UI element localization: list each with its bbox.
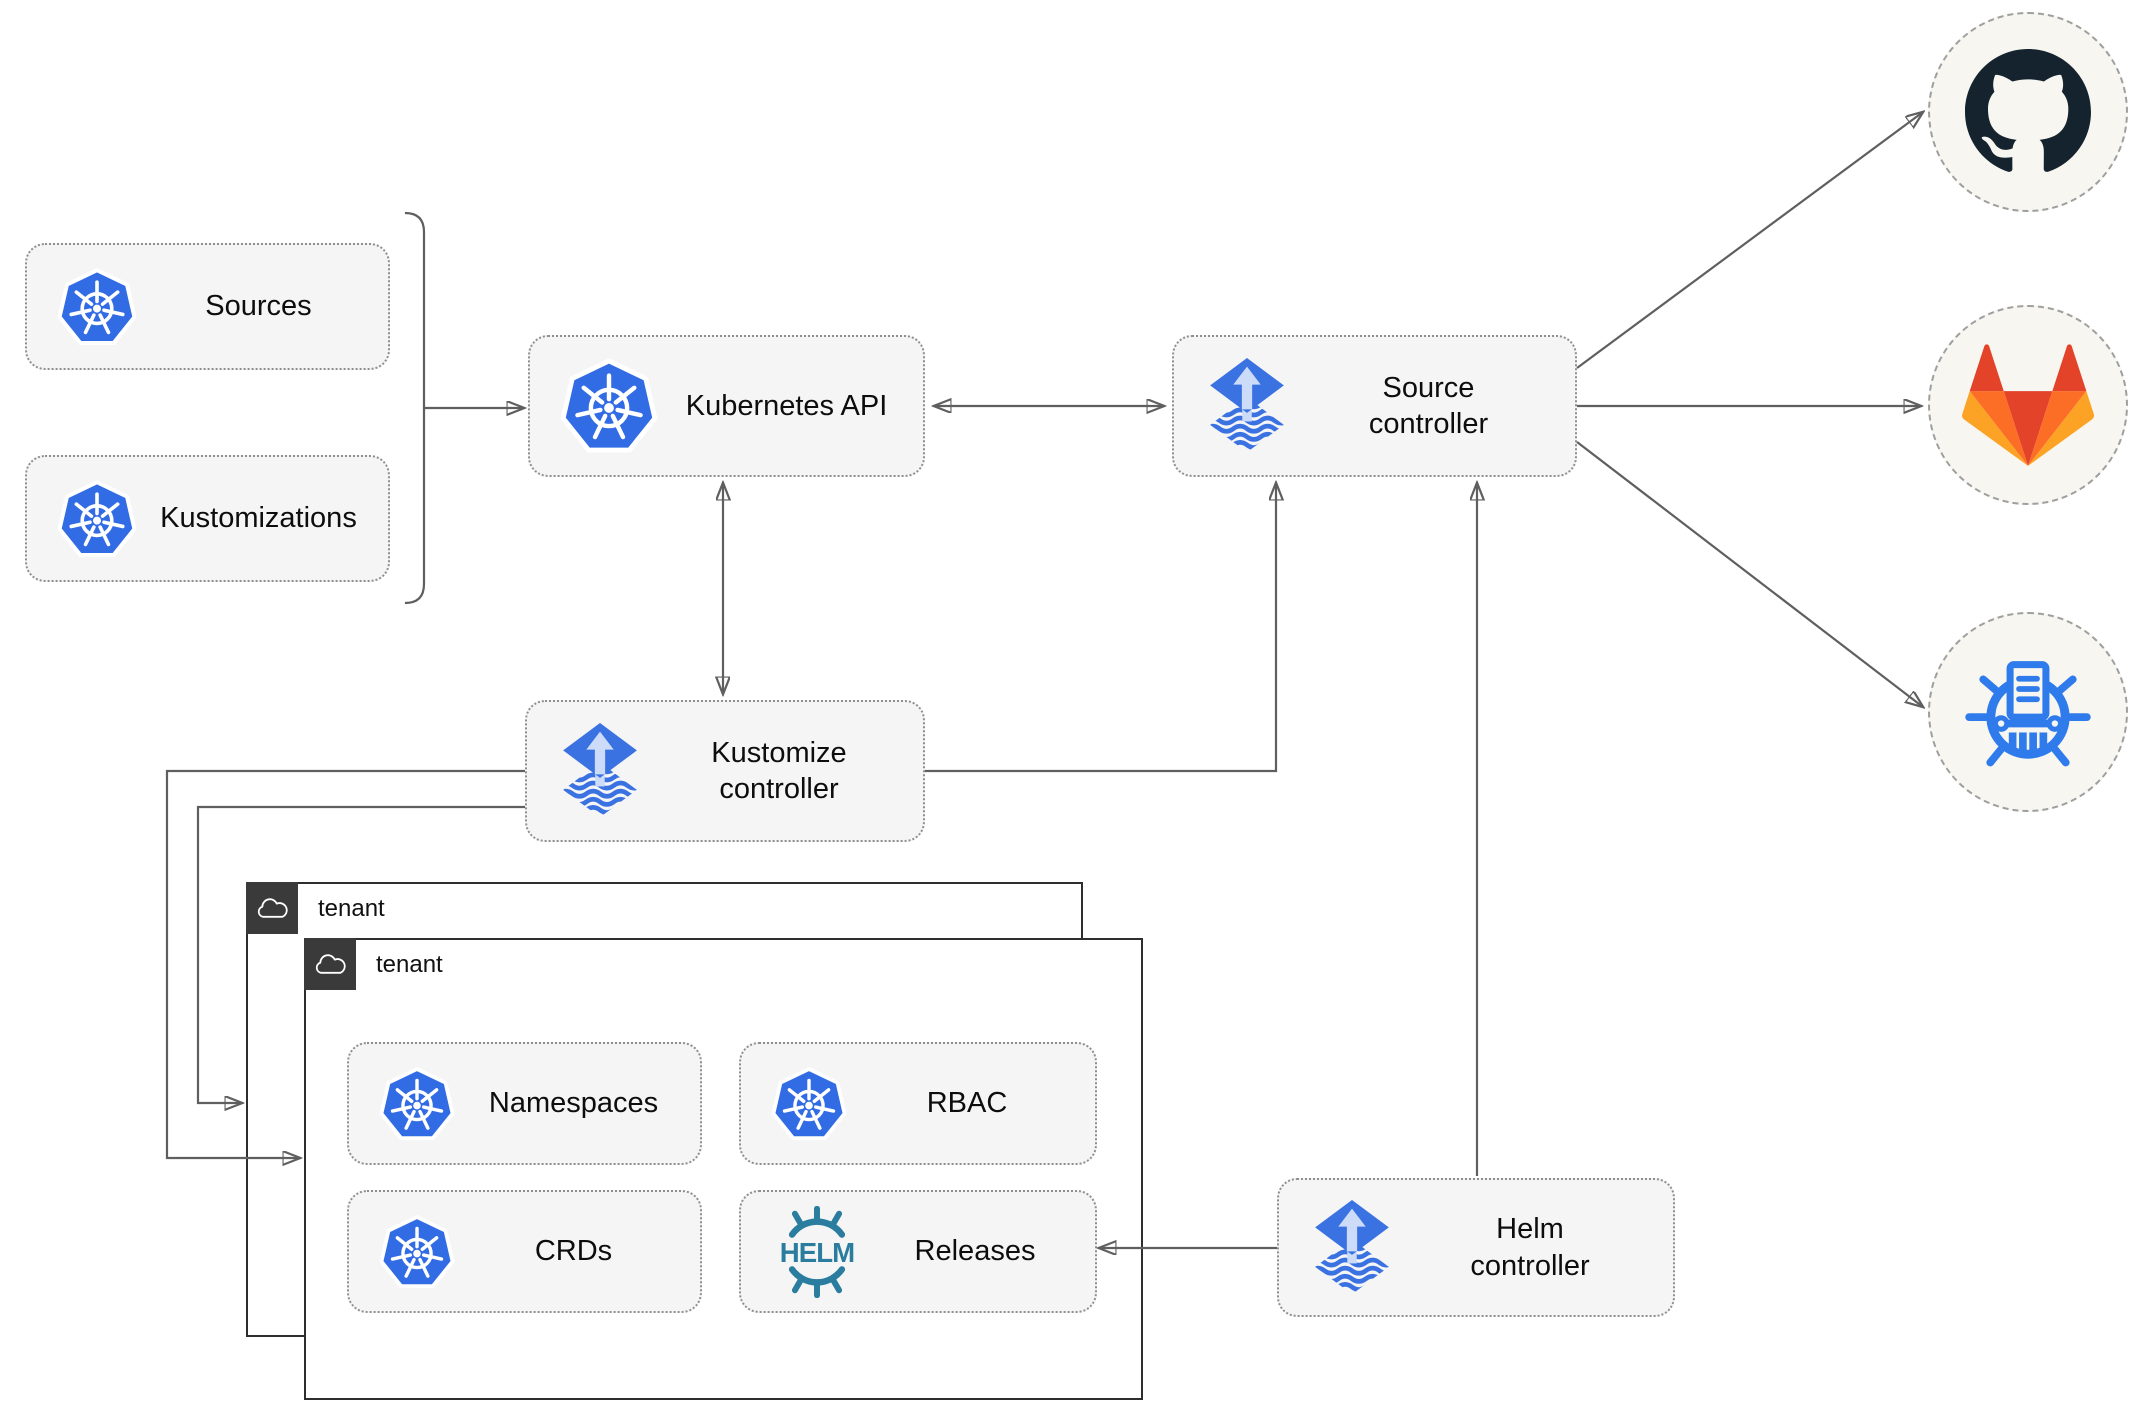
node-label: RBAC: [926, 1087, 1008, 1120]
edge-bracket-sources: [404, 211, 426, 605]
external-github: [1928, 12, 2128, 212]
external-gitlab: [1928, 305, 2128, 505]
node-label: Kubernetes API: [685, 389, 888, 422]
tenant-label: tenant: [376, 951, 443, 978]
node-label: CRDs: [534, 1235, 613, 1268]
kubernetes-icon: [57, 267, 137, 347]
edge-kustomize-to-source: [925, 483, 1276, 773]
helm-logo-text: HELM: [780, 1237, 855, 1268]
kubernetes-icon: [57, 479, 137, 559]
cloud-icon: [312, 952, 348, 977]
node-label: Releases: [914, 1235, 1036, 1268]
node-kubernetes-api: Kubernetes API: [528, 335, 925, 477]
flux-icon: [557, 723, 643, 819]
node-label: Kustomize controller: [711, 736, 847, 805]
node-label: Source controller: [1368, 371, 1489, 440]
node-rbac: RBAC: [739, 1042, 1097, 1165]
github-icon: [1965, 49, 2091, 175]
kubernetes-icon: [560, 357, 658, 455]
node-label: Sources: [205, 290, 312, 323]
node-label: Kustomizations: [160, 502, 357, 535]
kubernetes-icon: [379, 1066, 455, 1142]
tenant-badge: [304, 938, 356, 990]
tenant-badge: [246, 882, 298, 934]
node-kustomizations: Kustomizations: [25, 455, 390, 582]
flux-icon: [1309, 1200, 1395, 1296]
node-namespaces: Namespaces: [347, 1042, 702, 1165]
external-chartmuseum: [1928, 612, 2128, 812]
kubernetes-icon: [771, 1066, 847, 1142]
edge-source-to-github: [1576, 112, 1923, 369]
node-sources: Sources: [25, 243, 390, 370]
node-releases: HELM Releases: [739, 1190, 1097, 1313]
node-label: Namespaces: [488, 1087, 659, 1120]
kubernetes-icon: [379, 1214, 455, 1290]
node-kustomize-controller: Kustomize controller: [525, 700, 925, 842]
node-helm-controller: Helm controller: [1277, 1178, 1675, 1317]
node-label: Helm controller: [1470, 1213, 1590, 1282]
node-source-controller: Source controller: [1172, 335, 1577, 477]
chartmuseum-icon: [1965, 661, 2091, 767]
cloud-icon: [254, 896, 290, 921]
helm-icon: HELM: [771, 1205, 863, 1298]
gitlab-icon: [1962, 344, 2094, 466]
tenant-label: tenant: [318, 895, 385, 922]
tenant-box-front: tenant Namespaces RBAC CRDs: [304, 938, 1143, 1400]
flux-icon: [1204, 358, 1290, 454]
node-crds: CRDs: [347, 1190, 702, 1313]
edge-source-to-chartmuseum: [1576, 441, 1923, 707]
